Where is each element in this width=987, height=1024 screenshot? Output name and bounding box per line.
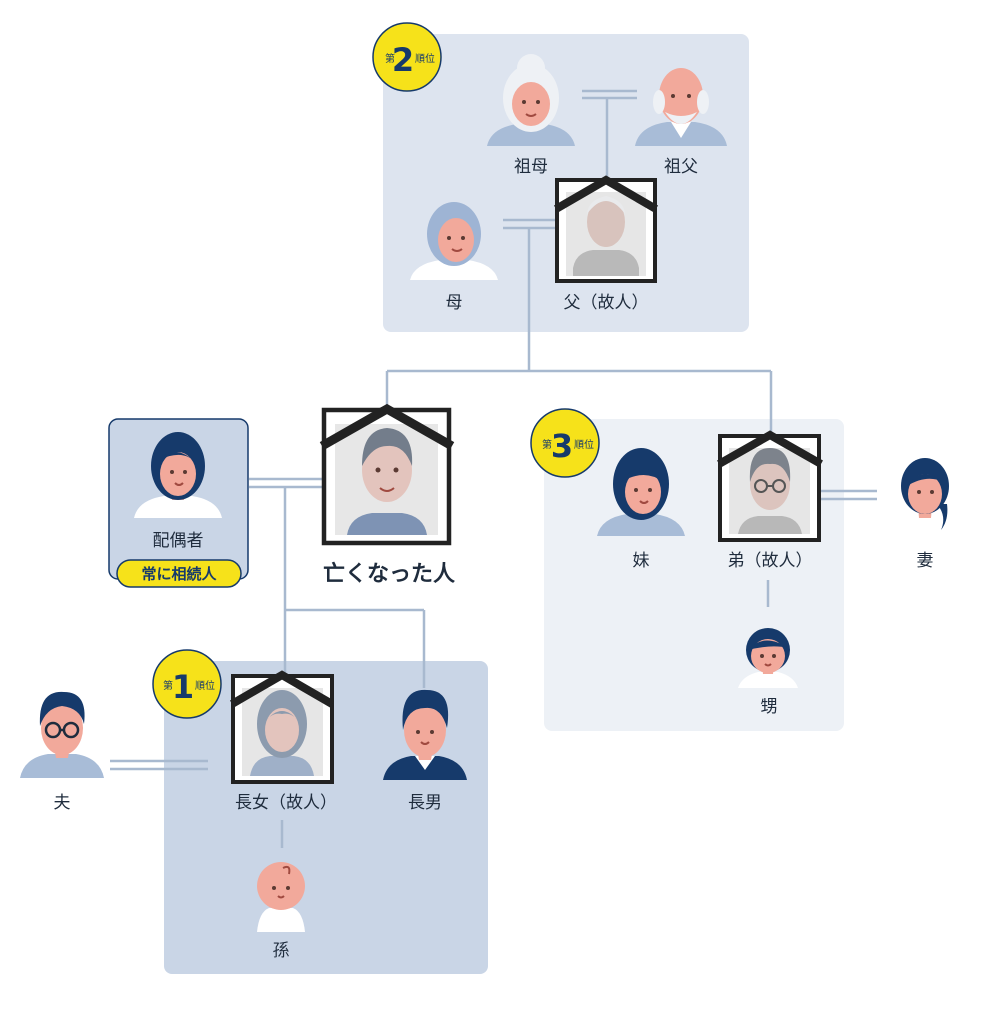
- label-wife: 妻: [917, 551, 934, 571]
- deceased-man-portrait: [322, 409, 452, 543]
- label-younger-brother: 弟（故人）: [728, 551, 813, 571]
- label-deceased: 亡くなった人: [323, 561, 455, 587]
- deceased-man-glasses-portrait: [719, 435, 821, 540]
- label-grandfather: 祖父: [664, 157, 698, 177]
- label-sister: 妹: [633, 551, 650, 571]
- rank-badge-2: 第 2 順位: [373, 23, 441, 91]
- man-glasses-icon: [20, 692, 104, 778]
- ponytail-woman-icon: [883, 458, 967, 536]
- deceased-elderly-man-portrait: [556, 180, 656, 281]
- always-heir-badge: 常に相続人: [117, 560, 241, 587]
- label-mother: 母: [446, 293, 463, 313]
- rank-suffix: 順位: [415, 52, 435, 65]
- label-father: 父（故人）: [564, 293, 649, 313]
- rank-badge-1: 第 1 順位: [153, 650, 221, 718]
- baby-icon: [257, 862, 305, 932]
- rank-number: 3: [551, 427, 573, 465]
- label-nephew: 甥: [761, 697, 778, 717]
- label-grandmother: 祖母: [514, 157, 548, 177]
- svg-text:常に相続人: 常に相続人: [141, 565, 217, 583]
- rank-number: 2: [392, 41, 414, 79]
- rank-suffix: 順位: [195, 679, 215, 692]
- rank-number: 1: [172, 668, 194, 706]
- rank-badge-3: 第 3 順位: [531, 409, 599, 477]
- deceased-woman-portrait: [232, 675, 332, 782]
- label-spouse: 配偶者: [153, 531, 204, 551]
- rank-suffix: 順位: [574, 438, 594, 451]
- label-eldest-daughter: 長女（故人）: [235, 793, 337, 813]
- label-eldest-son: 長男: [408, 793, 442, 813]
- label-husband: 夫: [54, 793, 71, 813]
- label-grandchild: 孫: [273, 941, 290, 961]
